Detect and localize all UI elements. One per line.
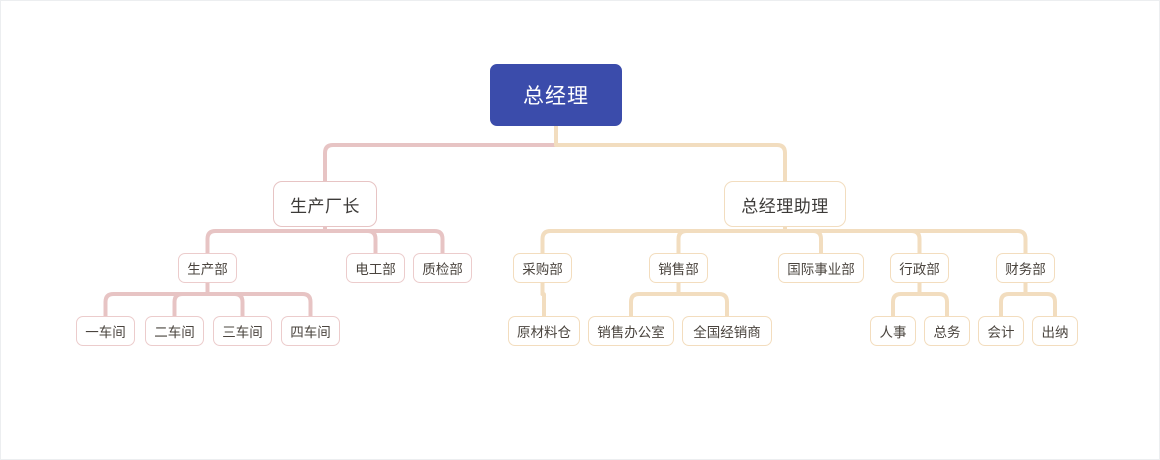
edge-销售部-drop-1: [679, 294, 728, 316]
node-label: 会计: [988, 321, 1015, 341]
node-level3-采购部[interactable]: 采购部: [513, 253, 572, 283]
node-label: 四车间: [290, 321, 331, 341]
edge-生产部-drop-0: [106, 294, 208, 316]
node-level4-总务[interactable]: 总务: [924, 316, 970, 346]
node-label: 总务: [934, 321, 961, 341]
edge-总经理助理-drop-1: [679, 231, 786, 253]
node-label: 财务部: [1005, 258, 1046, 278]
edge-总经理助理-drop-3: [785, 231, 920, 253]
node-label: 电工部: [355, 258, 396, 278]
node-label: 一车间: [85, 321, 126, 341]
node-level4-三车间[interactable]: 三车间: [213, 316, 272, 346]
node-level4-全国经销商[interactable]: 全国经销商: [682, 316, 772, 346]
edge-财务部-drop-1: [1026, 294, 1056, 316]
node-level3-国际事业部[interactable]: 国际事业部: [778, 253, 864, 283]
node-label: 销售部: [658, 258, 699, 278]
edge-生产厂长-drop-0: [208, 231, 326, 253]
node-label: 全国经销商: [693, 321, 761, 341]
node-label: 二车间: [154, 321, 195, 341]
edge-行政部-drop-1: [920, 294, 948, 316]
edge-财务部-drop-0: [1001, 294, 1026, 316]
node-level3-电工部[interactable]: 电工部: [346, 253, 405, 283]
node-label: 人事: [880, 321, 907, 341]
node-label: 三车间: [222, 321, 263, 341]
node-level4-一车间[interactable]: 一车间: [76, 316, 135, 346]
node-level4-会计[interactable]: 会计: [978, 316, 1024, 346]
node-label: 国际事业部: [787, 258, 855, 278]
node-level3-财务部[interactable]: 财务部: [996, 253, 1055, 283]
edge-总经理助理-drop-0: [543, 231, 786, 253]
edge-生产部-drop-2: [208, 294, 243, 316]
node-label: 总经理: [523, 80, 589, 110]
node-label: 质检部: [422, 258, 463, 278]
edge-销售部-drop-0: [631, 294, 679, 316]
node-level4-出纳[interactable]: 出纳: [1032, 316, 1078, 346]
node-label: 原材料仓: [517, 321, 571, 341]
node-level4-销售办公室[interactable]: 销售办公室: [588, 316, 674, 346]
node-level2-生产厂长[interactable]: 生产厂长: [273, 181, 377, 227]
node-label: 销售办公室: [597, 321, 665, 341]
node-level3-销售部[interactable]: 销售部: [649, 253, 708, 283]
node-level4-四车间[interactable]: 四车间: [281, 316, 340, 346]
node-root-总经理[interactable]: 总经理: [490, 64, 622, 126]
node-label: 采购部: [522, 258, 563, 278]
node-label: 行政部: [899, 258, 940, 278]
edge-生产厂长-drop-1: [325, 231, 376, 253]
node-level4-二车间[interactable]: 二车间: [145, 316, 204, 346]
node-label: 生产厂长: [290, 192, 360, 217]
edge-总经理助理-drop-4: [785, 231, 1026, 253]
edge-root-to-总经理助理: [556, 145, 785, 181]
edge-行政部-drop-0: [893, 294, 920, 316]
node-level3-质检部[interactable]: 质检部: [413, 253, 472, 283]
edge-root-to-生产厂长: [325, 145, 556, 181]
node-label: 生产部: [187, 258, 228, 278]
node-level4-人事[interactable]: 人事: [870, 316, 916, 346]
node-label: 总经理助理: [741, 192, 829, 217]
edge-生产厂长-drop-2: [325, 231, 443, 253]
edge-生产部-drop-3: [208, 294, 311, 316]
edge-总经理助理-drop-2: [785, 231, 821, 253]
edge-采购部-drop-0: [543, 294, 545, 316]
node-level3-行政部[interactable]: 行政部: [890, 253, 949, 283]
node-level4-原材料仓[interactable]: 原材料仓: [508, 316, 580, 346]
node-label: 出纳: [1042, 321, 1069, 341]
edge-生产部-drop-1: [175, 294, 208, 316]
node-level2-总经理助理[interactable]: 总经理助理: [724, 181, 846, 227]
node-level3-生产部[interactable]: 生产部: [178, 253, 237, 283]
